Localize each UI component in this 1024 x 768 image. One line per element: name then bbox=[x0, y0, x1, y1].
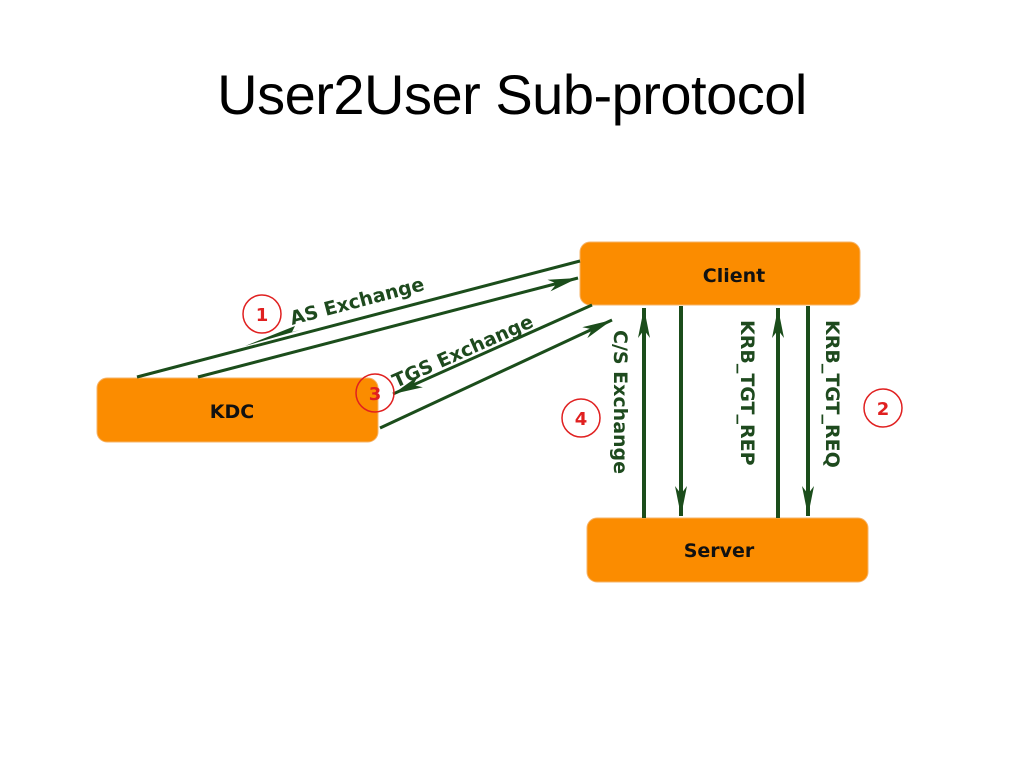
krb-tgt-arrows bbox=[772, 306, 814, 518]
as-reply-arrowhead bbox=[245, 326, 300, 346]
step-number-4: 4 bbox=[575, 409, 588, 430]
kdc-label: KDC bbox=[210, 401, 254, 423]
tgs-exchange-label-group: TGS Exchange bbox=[389, 311, 537, 393]
cs-exchange-label: C/S Exchange bbox=[609, 330, 631, 474]
step-marker-4: 4 bbox=[561, 398, 601, 438]
tgs-exchange-arrows bbox=[379, 303, 613, 430]
as-exchange-arrows bbox=[136, 259, 581, 379]
client-label: Client bbox=[703, 265, 765, 287]
server-node: Server bbox=[586, 517, 869, 583]
krb-tgt-req-label-group: KRB_TGT_REQ bbox=[821, 320, 843, 468]
tgs-reply-line bbox=[392, 303, 593, 396]
tgs-exchange-label: TGS Exchange bbox=[389, 311, 537, 393]
client-node: Client bbox=[579, 241, 861, 306]
as-reply-line bbox=[136, 259, 581, 379]
as-request-line bbox=[197, 276, 579, 379]
slide-title: User2User Sub-protocol bbox=[217, 63, 807, 126]
step-marker-1: 1 bbox=[242, 294, 282, 334]
krb-tgt-req-label: KRB_TGT_REQ bbox=[821, 320, 843, 468]
cs-exchange-label-group: C/S Exchange bbox=[609, 330, 631, 474]
step-number-3: 3 bbox=[369, 384, 382, 405]
server-label: Server bbox=[684, 540, 755, 562]
step-marker-3: 3 bbox=[355, 373, 395, 413]
kdc-node: KDC bbox=[96, 377, 379, 443]
krb-tgt-rep-label: KRB_TGT_REP bbox=[736, 320, 758, 466]
step-number-2: 2 bbox=[877, 399, 890, 420]
step-marker-2: 2 bbox=[863, 388, 903, 428]
tgs-request-line bbox=[379, 318, 613, 430]
krb-tgt-rep-label-group: KRB_TGT_REP bbox=[736, 320, 758, 466]
cs-exchange-arrows bbox=[638, 306, 687, 518]
step-number-1: 1 bbox=[256, 305, 269, 326]
